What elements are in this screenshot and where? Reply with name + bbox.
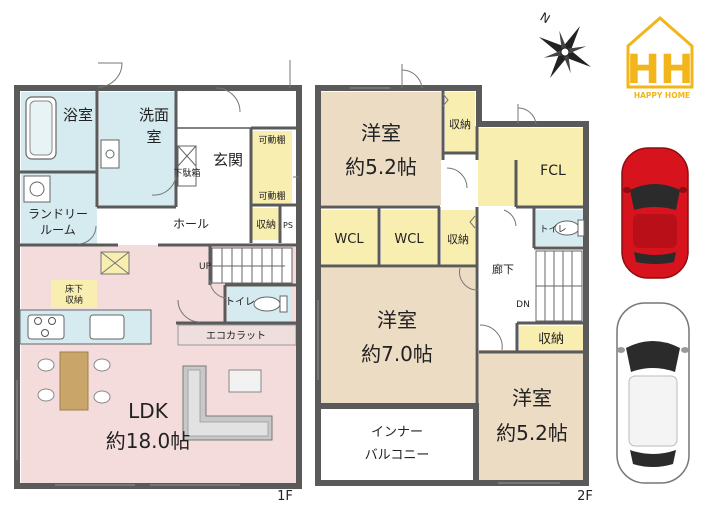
western-room-3-area (478, 350, 583, 480)
entrance-label: 玄関 (213, 151, 243, 169)
wcl-1-label: WCL (334, 232, 364, 247)
western-room-2-label: 洋室 (377, 308, 417, 332)
western-room-3-size: 約5.2帖 (496, 421, 568, 445)
white-car-icon (616, 302, 690, 484)
western-room-1-size: 約5.2帖 (345, 155, 417, 179)
eco-carat-label: エコカラット (206, 330, 266, 342)
movable-shelf-area (252, 131, 292, 203)
windows-2f (317, 87, 560, 484)
stairs-1f (211, 247, 293, 284)
labels-2f: 洋室 約5.2帖 収納 FCL WCL WCL 収納 トイレ 廊下 DN 洋室 … (334, 118, 592, 504)
shoe-closet (177, 145, 197, 187)
red-car-icon (621, 147, 689, 279)
dining-chairs (37, 358, 111, 404)
storage-1f-label: 収納 (256, 218, 276, 231)
happy-home-logo: HH HAPPY HOME (626, 16, 694, 100)
western-room-1-area (321, 92, 441, 205)
storage-2f-1-label: 収納 (449, 118, 471, 131)
interior-walls-2f (320, 90, 584, 404)
underfloor-label-2: 収納 (65, 294, 83, 306)
logo-house-outline (626, 16, 694, 89)
coffee-table (228, 369, 262, 393)
ldk-label: LDK (128, 399, 169, 423)
storage-2f-1-area (445, 92, 475, 152)
bath-label: 浴室 (63, 106, 93, 124)
corridor-label: 廊下 (492, 262, 514, 276)
dining-table (59, 351, 89, 411)
western-room-1-label: 洋室 (361, 121, 401, 145)
interior-walls-1f (20, 90, 296, 325)
inner-balcony-label-1: インナー (371, 425, 423, 440)
door-swings-1f (78, 60, 299, 323)
wash-basin (100, 139, 120, 169)
logo-monogram: HH (627, 47, 694, 93)
storage-2f-2-label: 収納 (447, 233, 469, 246)
stairs-up-label: UP (199, 262, 212, 272)
fcl-label: FCL (540, 163, 566, 179)
compass-north-label: N (538, 10, 553, 27)
stairs-2f (535, 250, 583, 322)
toilet-2f-label: トイレ (539, 225, 566, 235)
logo-text: HAPPY HOME (634, 91, 690, 100)
fcl-area (478, 128, 583, 206)
wcl-1-area (321, 210, 377, 265)
hall-label: ホール (173, 217, 209, 231)
movable-shelf-label-bottom: 可動棚 (258, 190, 285, 202)
laundry-label-2: ルーム (40, 223, 76, 237)
western-room-2-size: 約7.0帖 (361, 342, 433, 366)
wcl-2-label: WCL (394, 232, 424, 247)
inner-balcony-label-2: バルコニー (365, 448, 430, 463)
laundry-label-1: ランドリー (28, 207, 88, 221)
compass: N (538, 10, 591, 78)
western-room-2-area (321, 268, 475, 403)
underfloor-storage-area (51, 280, 97, 308)
labels-1f: 浴室 洗面室 玄関 下駄箱 可動棚 可動棚 ランドリー ルーム ホール 収納 P… (28, 106, 293, 504)
washroom-label: 洗面室 (139, 106, 169, 146)
storage-1f-area (252, 208, 280, 240)
sofa (182, 365, 273, 441)
door-swings-2f (401, 64, 537, 351)
floor-2f-label: 2F (577, 489, 593, 504)
ps-label: PS (283, 221, 293, 230)
windows-1f (16, 380, 240, 486)
western-room-3-label: 洋室 (512, 386, 552, 410)
floor-1f-label: 1F (277, 489, 293, 504)
wcl-2-area (381, 210, 437, 265)
toilet-fixture-1f (253, 296, 281, 312)
shoe-closet-label: 下駄箱 (173, 167, 200, 179)
underfloor-label-1: 床下 (65, 283, 83, 295)
washing-machine (23, 175, 51, 203)
cooktop (27, 314, 65, 340)
stairs-down-label: DN (516, 300, 530, 310)
storage-2f-3-label: 収納 (538, 332, 564, 347)
toilet-1f-label: トイレ (225, 297, 255, 308)
floor-1f (14, 60, 302, 489)
storage-2f-3-area (519, 326, 583, 350)
ldk-size-label: 約18.0帖 (106, 429, 191, 453)
storage-2f-2-area (441, 210, 475, 265)
movable-shelf-label-top: 可動棚 (258, 134, 285, 146)
kitchen-sink (89, 314, 125, 340)
inner-balcony-wall (315, 403, 479, 486)
floor-2f (315, 64, 589, 486)
exterior-wall-1f (14, 85, 302, 489)
